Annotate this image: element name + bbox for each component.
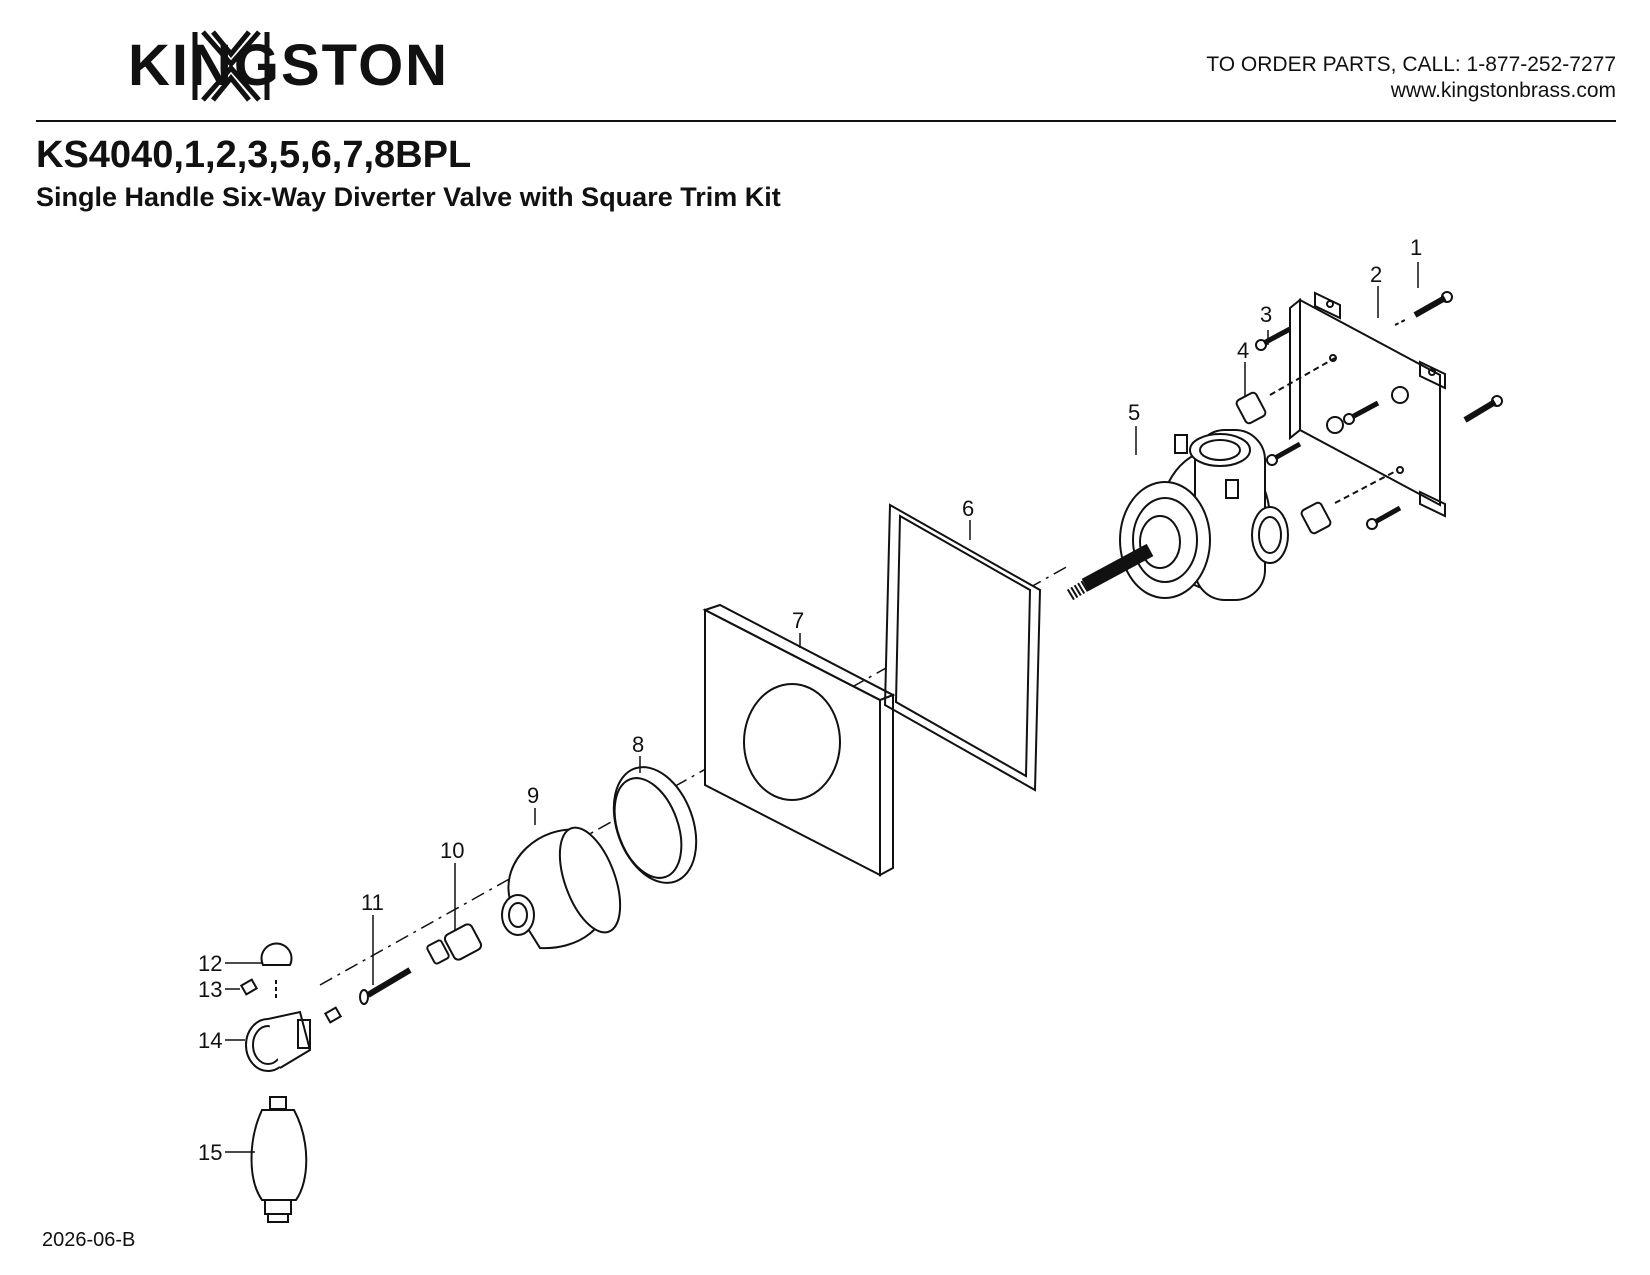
part-valve-body (1119, 429, 1289, 601)
callout-5: 5 (1128, 400, 1140, 425)
part-handle-hub (245, 1010, 312, 1072)
order-phone: TO ORDER PARTS, CALL: 1-877-252-7277 (1206, 53, 1616, 76)
callout-7: 7 (792, 608, 804, 633)
part-mounting-plate (1289, 291, 1446, 518)
callout-numbers: 1 2 3 4 5 6 7 8 9 10 11 12 13 14 15 (198, 235, 1422, 1165)
callout-8: 8 (632, 732, 644, 757)
website-link[interactable]: www.kingstonbrass.com (1390, 79, 1616, 102)
callout-13: 13 (198, 977, 222, 1002)
callout-leaders (225, 262, 1419, 1153)
brand-name: KINGSTON (128, 33, 450, 98)
part-wood-screws (1255, 326, 1402, 530)
part-screw-1 (1394, 291, 1503, 423)
part-set-screw (239, 978, 343, 1024)
part-handle-screw (359, 967, 412, 1005)
part-square-trim-plate (702, 603, 896, 877)
callout-15: 15 (198, 1140, 222, 1165)
model-number: KS4040,1,2,3,5,6,7,8BPL (36, 134, 472, 176)
callout-4: 4 (1237, 338, 1249, 363)
part-sleeve (501, 826, 622, 950)
part-lever-handle (250, 1096, 308, 1223)
contact-info: TO ORDER PARTS, CALL: 1-877-252-7277 www… (1206, 52, 1616, 104)
callout-10: 10 (440, 838, 464, 863)
callout-2: 2 (1370, 262, 1382, 287)
callout-12: 12 (198, 951, 222, 976)
callout-6: 6 (962, 496, 974, 521)
part-flange-ring (612, 766, 698, 884)
part-stem-adapter (426, 923, 483, 965)
part-spacers (1235, 357, 1399, 535)
part-valve-stem (1066, 543, 1154, 601)
header-divider (36, 120, 1616, 122)
part-gasket (883, 503, 1042, 792)
callout-3: 3 (1260, 302, 1272, 327)
kingston-logo-icon (192, 30, 270, 102)
document-code: 2026-06-B (42, 1229, 136, 1251)
callout-14: 14 (198, 1028, 222, 1053)
product-description: Single Handle Six-Way Diverter Valve wit… (36, 182, 781, 212)
part-index-cap (260, 942, 293, 1000)
callout-1: 1 (1410, 235, 1422, 260)
callout-9: 9 (527, 783, 539, 808)
callout-11: 11 (361, 890, 384, 915)
